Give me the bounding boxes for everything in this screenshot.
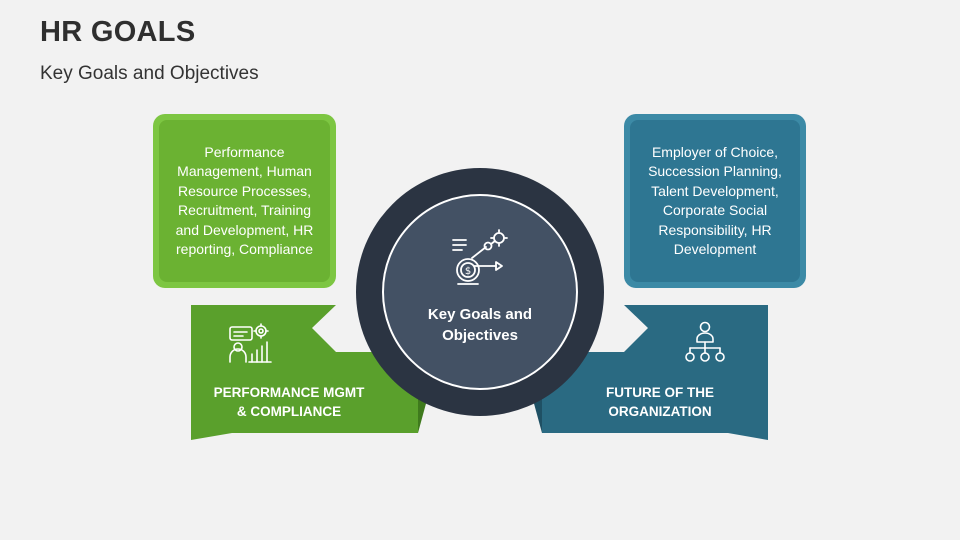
left-banner-label-line1: PERFORMANCE MGMT [213,385,365,400]
page-title: HR GOALS [40,16,196,48]
right-description-card: Employer of Choice, Succession Planning,… [624,114,806,288]
center-label-line1: Key Goals and [427,306,533,323]
org-chart-icon [685,321,725,362]
right-banner-label: FUTURE OF THE ORGANIZATION [580,383,740,421]
right-banner-label-line2: ORGANIZATION [608,404,712,419]
left-banner-label-line2: & COMPLIANCE [236,404,342,419]
right-banner [542,305,768,440]
right-card-text: Employer of Choice, Succession Planning,… [630,120,800,282]
left-banner-label: PERFORMANCE MGMT & COMPLIANCE [196,383,382,421]
center-circle-inner [382,194,578,390]
goal-target-icon: $ [452,229,508,285]
performance-analytics-icon [229,323,272,363]
left-banner [191,305,418,440]
svg-text:$: $ [465,266,471,277]
left-card-text: Performance Management, Human Resource P… [159,120,330,282]
center-label-line2: Objectives [442,327,518,344]
center-label: Key Goals and Objectives [414,304,546,346]
page-subtitle: Key Goals and Objectives [40,63,259,84]
right-banner-label-line1: FUTURE OF THE [606,385,714,400]
left-description-card: Performance Management, Human Resource P… [153,114,336,288]
